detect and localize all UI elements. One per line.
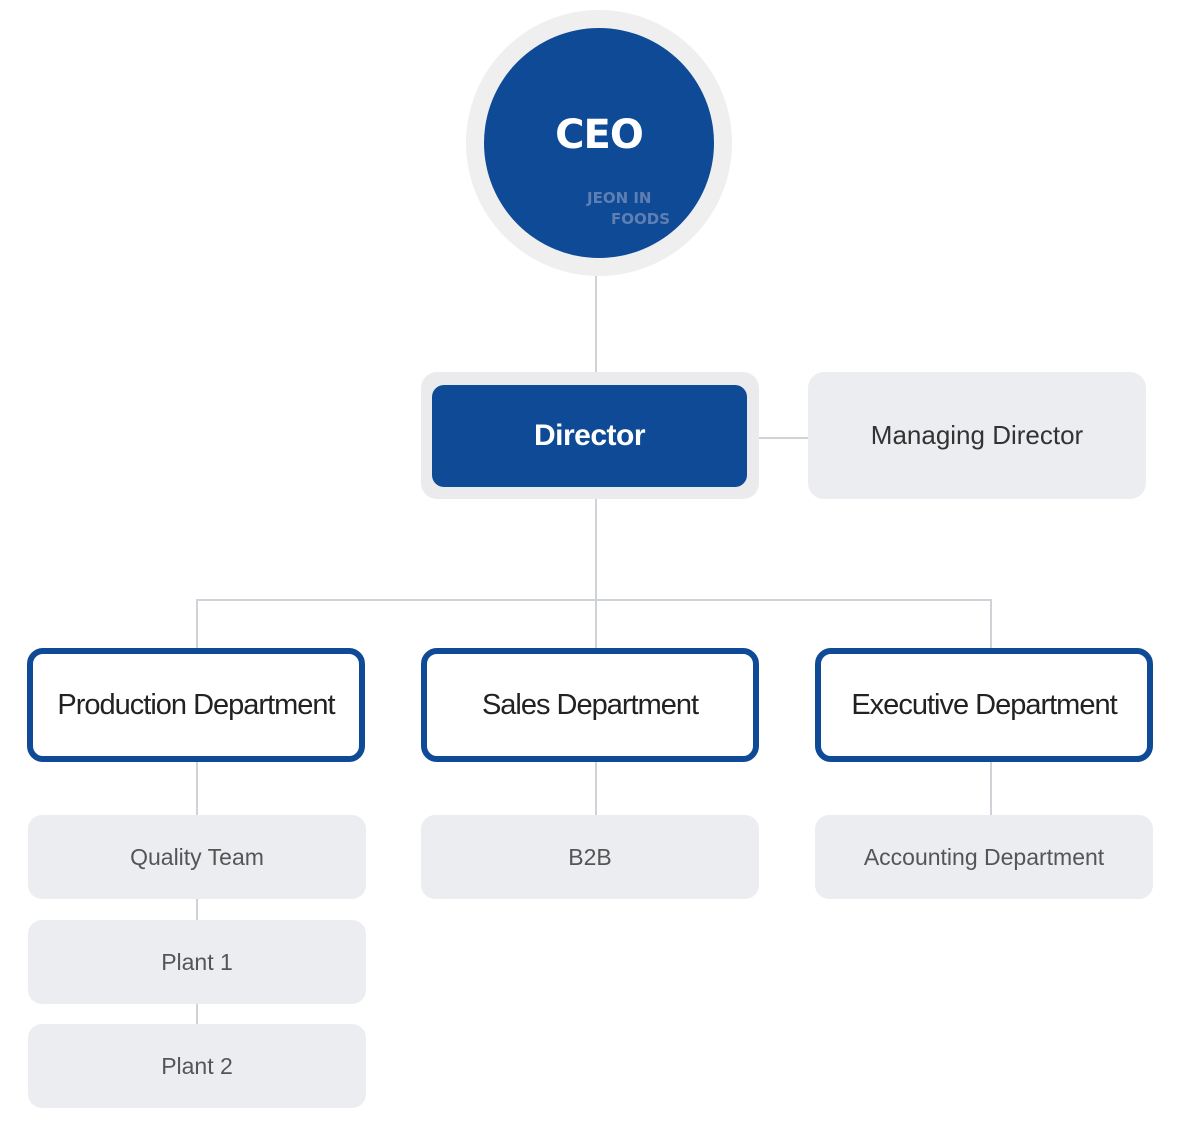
connector-quality-plant1 <box>196 899 198 921</box>
plant-1-label: Plant 1 <box>161 948 233 975</box>
connector-plant1-plant2 <box>196 1004 198 1024</box>
accounting-department-label: Accounting Department <box>863 843 1105 870</box>
managing-director-label: Managing Director <box>870 420 1084 450</box>
connector-horizontal-branch <box>196 599 992 601</box>
production-department-label: Production Department <box>57 688 335 721</box>
sales-department-label: Sales Department <box>481 688 699 721</box>
connector-executive-accounting <box>990 762 992 816</box>
executive-department-node: Executive Department <box>815 648 1153 762</box>
director-label: Director <box>533 419 646 452</box>
b2b-node: B2B <box>421 815 759 899</box>
plant-1-node: Plant 1 <box>28 920 366 1004</box>
plant-2-node: Plant 2 <box>28 1024 366 1108</box>
connector-ceo-director <box>595 276 597 372</box>
connector-branch-executive <box>990 599 992 648</box>
connector-sales-b2b <box>595 762 597 816</box>
sales-department-node: Sales Department <box>421 648 759 762</box>
connector-director-managing <box>759 437 808 439</box>
production-department-node: Production Department <box>27 648 365 762</box>
quality-team-label: Quality Team <box>130 843 264 870</box>
b2b-label: B2B <box>568 843 612 870</box>
ceo-node <box>484 28 714 258</box>
managing-director-node: Managing Director <box>808 372 1146 499</box>
quality-team-node: Quality Team <box>28 815 366 899</box>
connector-director-branch <box>595 499 597 648</box>
ceo-company-line1: JEON IN <box>587 189 652 207</box>
ceo-title: CEO <box>555 112 644 158</box>
accounting-department-node: Accounting Department <box>815 815 1153 899</box>
director-node: Director <box>432 385 747 487</box>
ceo-company-line2: FOODS <box>611 210 671 228</box>
connector-branch-production <box>196 599 198 648</box>
plant-2-label: Plant 2 <box>161 1052 233 1079</box>
connector-production-quality <box>196 762 198 816</box>
executive-department-label: Executive Department <box>851 688 1117 721</box>
